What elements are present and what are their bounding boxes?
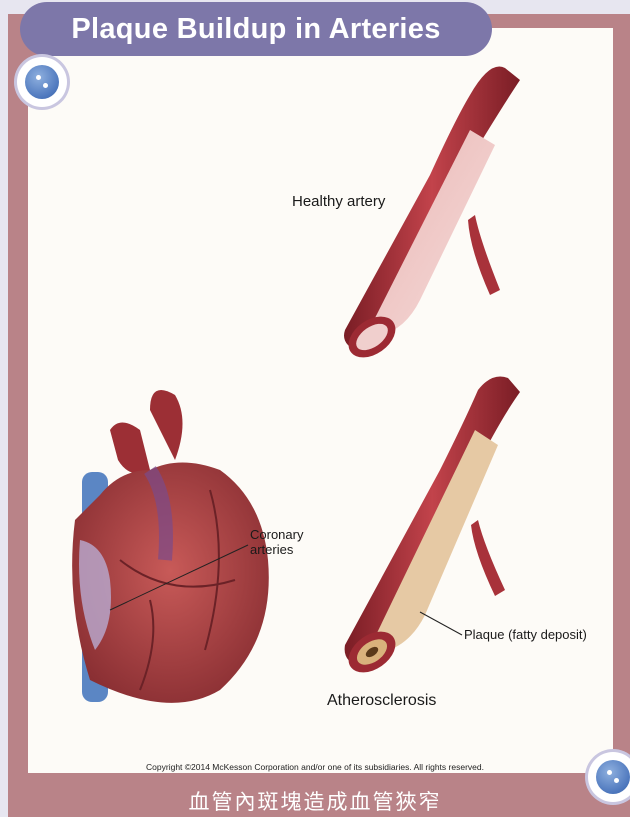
healthy-artery-drawing [341, 67, 520, 366]
label-atherosclerosis: Atherosclerosis [327, 692, 436, 710]
copyright-notice: Copyright ©2014 McKesson Corporation and… [0, 762, 630, 772]
page-title: Plaque Buildup in Arteries [20, 2, 492, 56]
label-coronary-arteries: Coronary arteries [250, 527, 303, 557]
button-icon [17, 57, 67, 107]
heart-drawing [72, 390, 269, 703]
label-healthy-artery: Healthy artery [292, 193, 385, 210]
caption-chinese: 血管內斑塊造成血管狹窄 [0, 786, 630, 816]
label-plaque: Plaque (fatty deposit) [464, 627, 587, 642]
